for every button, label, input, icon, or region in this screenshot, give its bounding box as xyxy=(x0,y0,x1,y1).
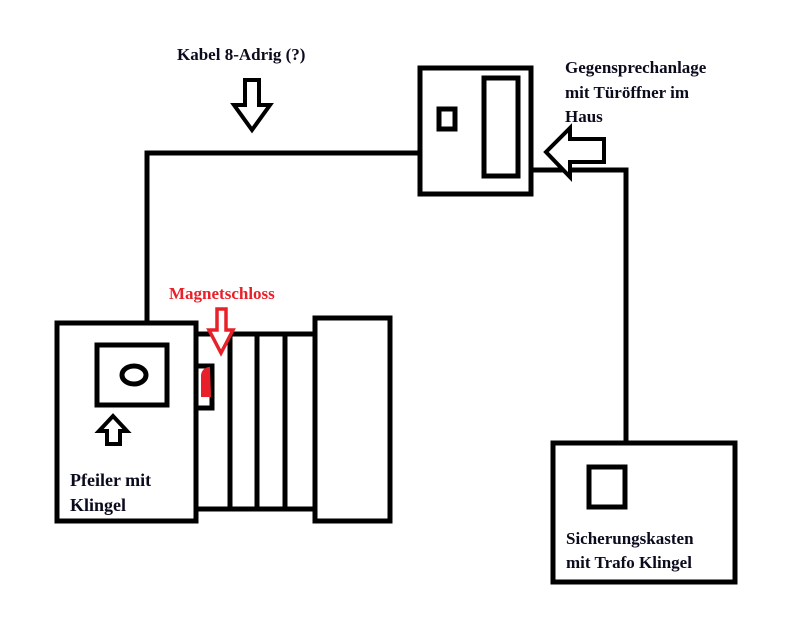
lock-housing xyxy=(193,363,215,411)
intercom-handset xyxy=(481,75,521,179)
bell-panel xyxy=(94,342,170,408)
arrow-up-icon xyxy=(94,413,132,446)
pillar-label-line2: Klingel xyxy=(70,495,127,515)
intercom-label-line1: Gegensprechanlage xyxy=(565,58,707,77)
pillar-label-line1: Pfeiler mit xyxy=(70,470,152,490)
fusebox xyxy=(550,440,738,585)
magnet-lock-label: Magnetschloss xyxy=(169,284,275,303)
intercom-label-line2: mit Türöffner im xyxy=(565,83,690,102)
gate-end-post xyxy=(312,315,393,524)
fusebox-label-line1: Sicherungskasten xyxy=(566,529,694,548)
transformer-box xyxy=(586,464,628,510)
magnet-lock-icon xyxy=(201,366,212,397)
intercom-label-line3: Haus xyxy=(565,107,603,126)
intercom-box xyxy=(417,65,534,197)
bell-button xyxy=(119,363,149,387)
fusebox-label-line2: mit Trafo Klingel xyxy=(566,553,692,572)
pillar-box xyxy=(54,320,199,524)
intercom-small-button xyxy=(436,106,458,132)
cable-line-top xyxy=(144,150,420,324)
arrow-down-icon xyxy=(230,78,274,134)
cable-line-fusebox xyxy=(531,167,629,443)
arrow-left-icon xyxy=(543,123,606,182)
cable-label: Kabel 8-Adrig (?) xyxy=(177,45,306,64)
arrow-down-red-icon xyxy=(206,307,236,357)
